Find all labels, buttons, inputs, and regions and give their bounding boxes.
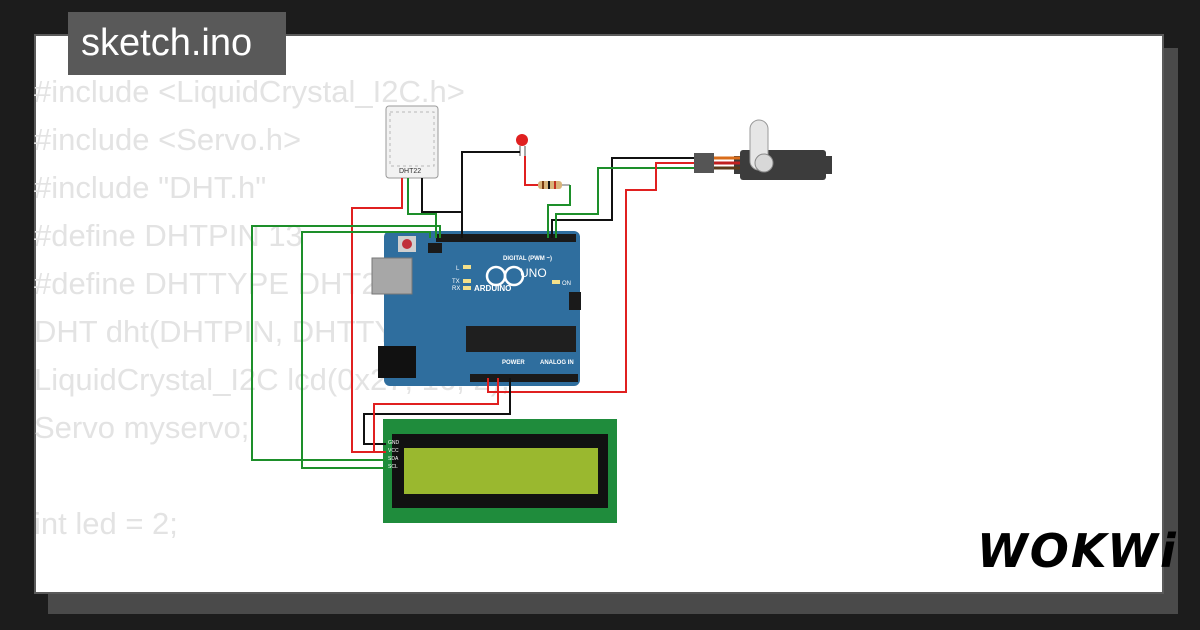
wire-lcd-sda	[251, 225, 441, 461]
servo-motor[interactable]	[694, 119, 832, 180]
wire-servo-gnd	[551, 157, 694, 238]
dht22-sensor[interactable]: DHT22	[385, 105, 439, 179]
tx-label: TX	[452, 279, 460, 285]
wire-servo-signal	[555, 167, 694, 238]
power-analog-header	[470, 374, 578, 382]
code-line: #include "DHT.h"	[34, 170, 267, 205]
wokwi-logo: WOKWi	[977, 524, 1178, 578]
code-line: #include <Servo.h>	[34, 122, 302, 157]
code-line: #define DHTTYPE DHT22	[34, 266, 396, 301]
code-line: int led = 2;	[34, 506, 178, 541]
wires	[251, 151, 694, 469]
lcd-pin-gnd: GND	[388, 440, 400, 446]
power-jack	[378, 346, 416, 378]
lcd-pin-sda: SDA	[388, 456, 399, 462]
on-label: ON	[562, 281, 571, 287]
analog-label: ANALOG IN	[540, 360, 574, 366]
led-l-label: L	[456, 266, 460, 272]
wire-lcd-scl	[301, 231, 431, 469]
board-brand: ARDUINO	[474, 284, 511, 293]
lcd-display[interactable]: GND VCC SDA SCL	[383, 419, 617, 523]
power-label: POWER	[502, 360, 525, 366]
lcd-pin-scl: SCL	[388, 464, 398, 470]
wire-servo-vcc	[487, 162, 694, 393]
digital-label: DIGITAL (PWM ~)	[503, 256, 552, 262]
arduino-uno-board[interactable]: UNO ARDUINO DIGITAL (PWM ~) POWER ANALOG…	[371, 231, 581, 386]
wire-lcd-gnd	[363, 378, 511, 445]
usb-port	[371, 257, 413, 295]
lcd-pin-vcc: VCC	[388, 448, 399, 454]
dht-label: DHT22	[399, 168, 421, 175]
code-preview: #include <LiquidCrystal_I2C.h> #include …	[34, 68, 510, 548]
sketch-filename: sketch.ino	[68, 12, 286, 75]
wire-led-signal	[547, 185, 571, 238]
rx-label: RX	[452, 286, 460, 292]
wire-dht-gnd	[421, 178, 463, 238]
wire-led-gnd	[461, 151, 520, 238]
wire-led-anode	[524, 156, 538, 186]
servo-connector	[694, 153, 714, 173]
atmega-chip	[466, 326, 576, 352]
digital-header	[436, 234, 576, 242]
code-line: Servo myservo;	[34, 410, 250, 445]
wire-lcd-vcc	[373, 378, 499, 453]
code-line: #define DHTPIN 13	[34, 218, 303, 253]
board-name: UNO	[520, 266, 547, 280]
code-line: #include <LiquidCrystal_I2C.h>	[34, 74, 465, 109]
wire-dht-vcc	[351, 178, 403, 453]
